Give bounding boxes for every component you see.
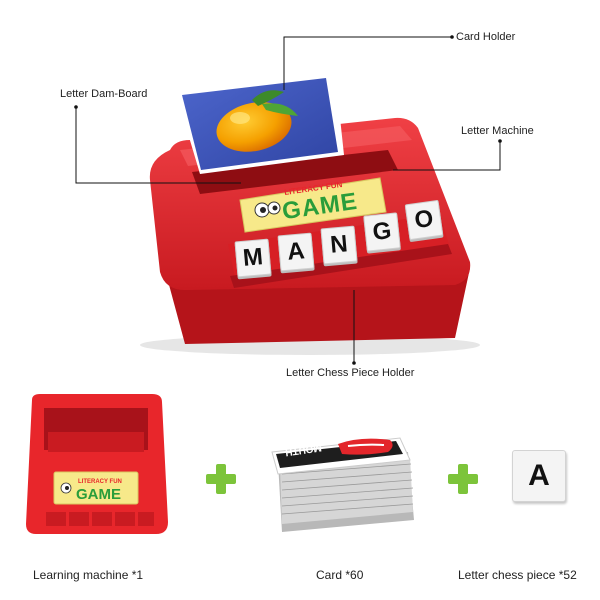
callout-letter-dam-board: Letter Dam-Board: [60, 88, 148, 100]
machine-logo-big: GAME: [76, 486, 121, 503]
learning-machine-front: LITERACY FUN GAME: [26, 394, 168, 534]
component-label-card: Card *60: [316, 568, 364, 582]
fruit-card: [177, 70, 344, 174]
machine-logo-small: LITERACY FUN: [78, 479, 122, 485]
plus-icon: [448, 464, 478, 494]
component-label-learning-machine: Learning machine *1: [33, 568, 144, 582]
word-tile: A: [277, 232, 315, 272]
word-tile: G: [363, 212, 401, 252]
callout-letter-machine: Letter Machine: [461, 125, 534, 137]
word-tile: O: [404, 199, 444, 241]
literacy-fun-game-logo: [239, 177, 387, 233]
word-tile: M: [234, 238, 272, 278]
letter-machine-illustration: [74, 35, 502, 365]
callout-letter-chess-piece-holder: Letter Chess Piece Holder: [286, 367, 415, 379]
letter-chess-piece: A: [512, 450, 566, 502]
word-tile: N: [320, 225, 358, 265]
card-stack: [271, 437, 414, 532]
component-label-letter-piece: Letter chess piece *52: [458, 568, 577, 582]
plus-icon: [206, 464, 236, 494]
callout-card-holder: Card Holder: [456, 31, 516, 43]
